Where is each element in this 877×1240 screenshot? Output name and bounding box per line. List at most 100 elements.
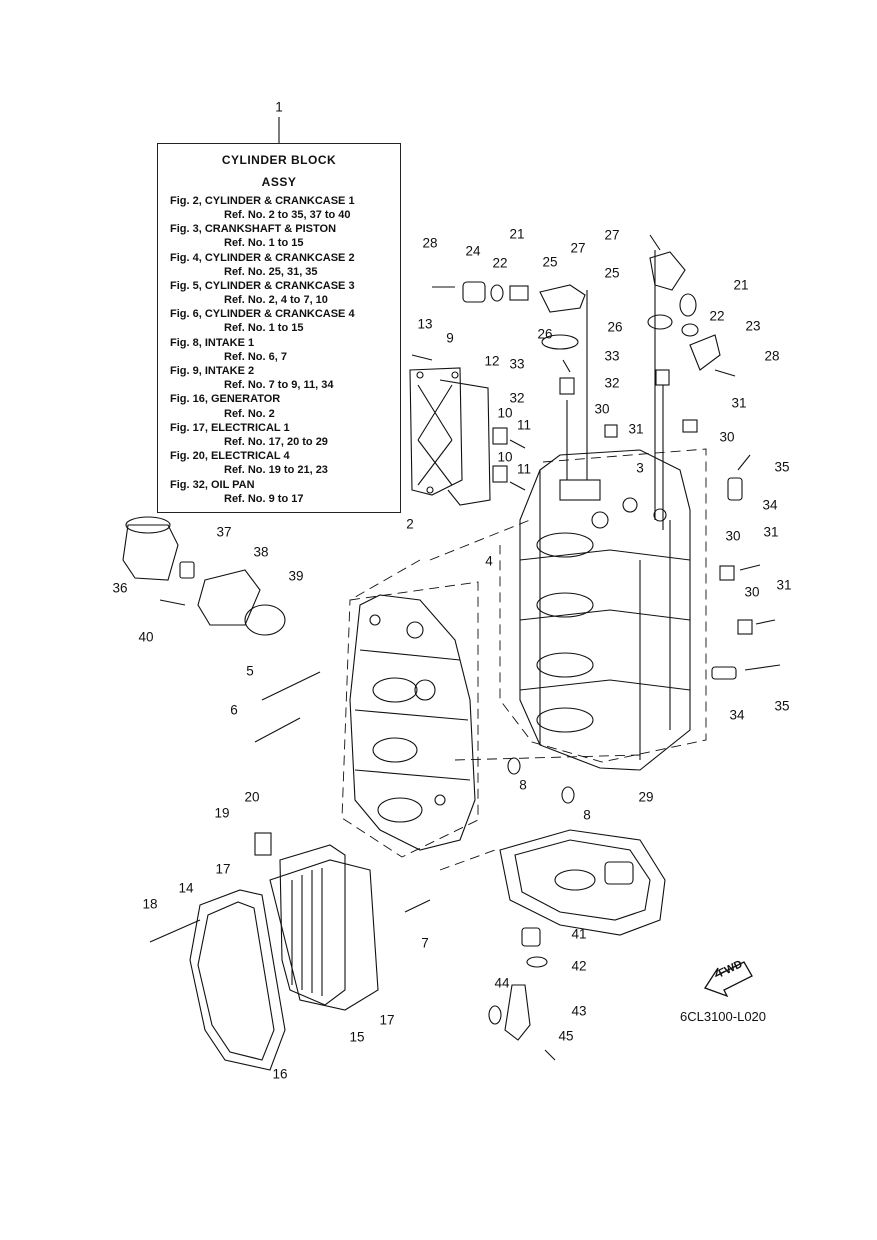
callout-label: 36 xyxy=(112,580,128,596)
callout-label: 27 xyxy=(604,227,620,243)
callout-label: 30 xyxy=(719,429,735,445)
callout-label: 6 xyxy=(230,702,238,718)
legend-fig: Fig. 20, ELECTRICAL 4 xyxy=(170,450,290,462)
legend-ref: Ref. No. 7 to 9, 11, 34 xyxy=(224,379,334,391)
callout-label: 21 xyxy=(509,226,525,242)
callout-label: 14 xyxy=(178,880,194,896)
callout-label: 32 xyxy=(509,390,525,406)
callout-label: 27 xyxy=(570,240,586,256)
legend-subtitle: ASSY xyxy=(261,175,297,189)
callout-label: 11 xyxy=(516,461,532,477)
intake-cover-outline xyxy=(409,367,491,506)
callout-label: 10 xyxy=(497,449,513,465)
thermostat-assembly-right xyxy=(647,234,736,386)
cylinder-block-outline xyxy=(519,250,691,771)
legend-fig: Fig. 2, CYLINDER & CRANKCASE 1 xyxy=(170,195,355,207)
callout-label: 42 xyxy=(571,958,587,974)
callout-label: 23 xyxy=(745,318,761,334)
callout-label: 13 xyxy=(417,316,433,332)
legend-fig: Fig. 4, CYLINDER & CRANKCASE 2 xyxy=(170,252,355,264)
callout-label: 31 xyxy=(763,524,779,540)
callout-label: 9 xyxy=(446,330,454,346)
legend-fig: Fig. 5, CYLINDER & CRANKCASE 3 xyxy=(170,280,355,292)
oil-filter-outline xyxy=(122,516,286,636)
legend-fig: Fig. 17, ELECTRICAL 1 xyxy=(170,422,290,434)
callout-label: 39 xyxy=(288,568,304,584)
callout-label: 28 xyxy=(764,348,780,364)
legend-ref: Ref. No. 1 to 15 xyxy=(224,237,304,249)
legend-fig: Fig. 3, CRANKSHAFT & PISTON xyxy=(170,223,337,235)
legend-box: CYLINDER BLOCK ASSY Fig. 2, CYLINDER & C… xyxy=(157,143,401,513)
callout-label: 24 xyxy=(465,243,481,259)
callout-label: 31 xyxy=(628,421,644,437)
callout-label: 1 xyxy=(275,99,283,115)
callout-label: 43 xyxy=(571,1003,587,1019)
callout-label: 11 xyxy=(516,417,532,433)
callout-label: 16 xyxy=(272,1066,288,1082)
crankcase-outline xyxy=(349,594,476,851)
legend-fig: Fig. 16, GENERATOR xyxy=(170,393,281,405)
callout-label: 29 xyxy=(638,789,654,805)
callout-label: 28 xyxy=(422,235,438,251)
right-side-sensors xyxy=(604,419,781,680)
callout-label: 22 xyxy=(492,255,508,271)
head-gasket-outline xyxy=(499,829,666,936)
callout-label: 37 xyxy=(216,524,232,540)
callout-label: 4 xyxy=(485,553,493,569)
callout-label: 17 xyxy=(379,1012,395,1028)
legend-ref: Ref. No. 19 to 21, 23 xyxy=(224,464,328,476)
callout-label: 32 xyxy=(604,375,620,391)
legend-ref: Ref. No. 2 to 35, 37 to 40 xyxy=(224,209,351,221)
callout-label: 10 xyxy=(497,405,513,421)
callout-label: 8 xyxy=(519,777,527,793)
callout-label: 12 xyxy=(484,353,500,369)
callout-label: 2 xyxy=(406,516,414,532)
callout-label: 35 xyxy=(774,459,790,475)
oil-pan-cover-outline xyxy=(149,832,379,1071)
callout-label: 25 xyxy=(604,265,620,281)
callout-label: 31 xyxy=(731,395,747,411)
callout-label: 5 xyxy=(246,663,254,679)
legend-ref: Ref. No. 2, 4 to 7, 10 xyxy=(224,294,328,306)
callout-label: 26 xyxy=(607,319,623,335)
callout-label: 30 xyxy=(725,528,741,544)
callout-label: 20 xyxy=(244,789,260,805)
legend-fig: Fig. 6, CYLINDER & CRANKCASE 4 xyxy=(170,308,355,320)
callout-label: 31 xyxy=(776,577,792,593)
legend-title: CYLINDER BLOCK xyxy=(221,153,337,167)
legend-ref: Ref. No. 17, 20 to 29 xyxy=(224,436,328,448)
legend-ref: Ref. No. 2 xyxy=(224,408,275,420)
callout-label: 44 xyxy=(494,975,510,991)
callout-label: 30 xyxy=(594,401,610,417)
callout-label: 26 xyxy=(537,326,553,342)
callout-label: 3 xyxy=(636,460,644,476)
legend-ref: Ref. No. 1 to 15 xyxy=(224,322,304,334)
legend-ref: Ref. No. 6, 7 xyxy=(224,351,287,363)
legend-ref: Ref. No. 9 to 17 xyxy=(224,493,304,505)
callout-label: 45 xyxy=(558,1028,574,1044)
callout-label: 41 xyxy=(571,926,587,942)
thermostat-assembly-left xyxy=(432,281,586,395)
callout-label: 33 xyxy=(604,348,620,364)
callout-label: 30 xyxy=(744,584,760,600)
callout-label: 35 xyxy=(774,698,790,714)
diagram-code: 6CL3100-L020 xyxy=(680,1009,767,1024)
callout-label: 8 xyxy=(583,807,591,823)
callout-label: 18 xyxy=(142,896,158,912)
callout-label: 22 xyxy=(709,308,725,324)
callout-label: 34 xyxy=(729,707,745,723)
callout-label: 38 xyxy=(253,544,269,560)
legend-ref: Ref. No. 25, 31, 35 xyxy=(224,266,318,278)
callout-label: 19 xyxy=(214,805,230,821)
callout-label: 34 xyxy=(762,497,778,513)
legend-fig: Fig. 9, INTAKE 2 xyxy=(170,365,255,377)
callout-label: 25 xyxy=(542,254,558,270)
legend-fig: Fig. 32, OIL PAN xyxy=(170,479,255,491)
callout-label: 21 xyxy=(733,277,749,293)
callout-label: 17 xyxy=(215,861,231,877)
callout-label: 33 xyxy=(509,356,525,372)
callout-label: 40 xyxy=(138,629,154,645)
legend-fig: Fig. 8, INTAKE 1 xyxy=(170,337,255,349)
oil-strainer-outline xyxy=(488,927,556,1061)
